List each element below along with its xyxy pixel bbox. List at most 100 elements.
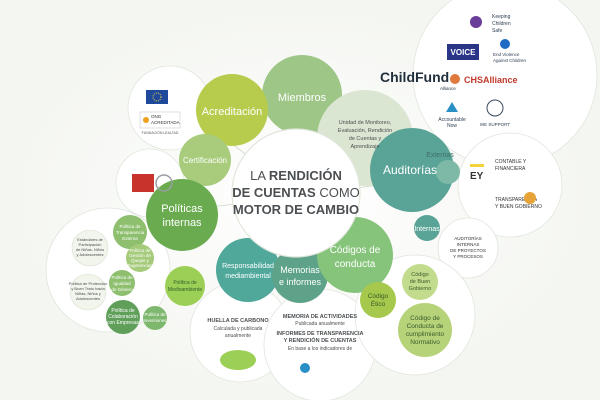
svg-text:Política de: Política de <box>173 280 197 286</box>
auditorias-bubble <box>370 128 454 212</box>
svg-text:anualmente: anualmente <box>225 333 251 339</box>
svg-text:ONG: ONG <box>151 114 162 119</box>
certificacion-label: Certificación <box>183 156 227 165</box>
svg-text:de Género: de Género <box>111 287 133 292</box>
estandares-bubble <box>71 229 109 267</box>
codigos-detail <box>360 264 452 357</box>
externas-detail-bubble <box>457 132 563 238</box>
memoria-detail: MEMORIA DE ACTIVIDADES Publicada anualme… <box>277 314 364 373</box>
svg-text:Aprendizaje: Aprendizaje <box>350 144 379 150</box>
svg-text:Igualdad: Igualdad <box>113 281 131 286</box>
svg-text:WE SUPPORT: WE SUPPORT <box>480 122 510 127</box>
svg-text:y Buen Trato hacia: y Buen Trato hacia <box>71 286 105 291</box>
responsabilidad-bubble <box>216 238 280 302</box>
memorias-bubble <box>272 247 328 303</box>
svg-text:Sugerencias: Sugerencias <box>127 263 153 268</box>
svg-text:de Cuentas y: de Cuentas y <box>349 136 382 142</box>
voice-logo <box>447 44 479 60</box>
ong-acreditada-logo <box>139 111 181 129</box>
svg-text:Y PROCESOS: Y PROCESOS <box>453 254 483 259</box>
politicas-cluster <box>69 215 205 334</box>
certification-logo <box>132 174 173 192</box>
svg-text:Conducta de: Conducta de <box>407 323 444 330</box>
politica-igualdad-bubble <box>109 270 135 296</box>
svg-text:INTERNAS: INTERNAS <box>457 242 480 247</box>
politicas-internas-bubble <box>146 179 218 251</box>
svg-text:Unidad de Monitoreo,: Unidad de Monitoreo, <box>339 120 392 126</box>
internas-label: Internas <box>414 226 440 233</box>
codigo-buen-gobierno-bubble <box>402 264 438 300</box>
miembros-label: Miembros <box>278 92 327 104</box>
svg-text:Medioambiente: Medioambiente <box>168 287 202 293</box>
svg-text:Safe: Safe <box>492 28 503 34</box>
svg-text:Now: Now <box>447 123 457 129</box>
eu-flag-icon <box>146 90 168 104</box>
acreditacion-logos: ONG ACREDITADA FUNDACIÓN LEALTAD <box>139 90 181 135</box>
svg-text:con Empresas: con Empresas <box>107 320 139 326</box>
codigos-labels: Código Ético Código de Buen Gobierno Cód… <box>368 272 445 346</box>
svg-text:Adolescentes: Adolescentes <box>76 296 100 301</box>
politica-medioambiente-bubble <box>165 266 205 306</box>
svg-text:Política de: Política de <box>111 275 133 280</box>
memorias-label-1: Memorias <box>280 265 320 275</box>
svg-text:ACREDITADA: ACREDITADA <box>151 120 180 125</box>
externas-dot <box>436 160 460 184</box>
svg-text:Calculada y publicada: Calculada y publicada <box>214 326 263 332</box>
seal-icon <box>155 174 173 192</box>
svg-text:Inversiones: Inversiones <box>143 318 167 323</box>
svg-text:de Buen: de Buen <box>410 279 431 285</box>
acreditacion-bubble <box>196 74 268 146</box>
global-compact-icon <box>486 99 504 117</box>
svg-text:Evaluación, Rendición: Evaluación, Rendición <box>338 128 392 134</box>
svg-text:FUNDACIÓN LEALTAD: FUNDACIÓN LEALTAD <box>142 130 179 135</box>
svg-text:Código: Código <box>368 293 389 300</box>
svg-text:Publicada anualmente: Publicada anualmente <box>295 321 345 327</box>
svg-text:FINANCIERA: FINANCIERA <box>495 166 526 172</box>
auditorias-label: Auditorías <box>383 163 437 177</box>
miembros-bubble <box>262 55 342 135</box>
internas-dot <box>414 215 440 241</box>
svg-text:Normativo: Normativo <box>410 339 440 346</box>
codigos-label-1: Códigos de <box>330 245 381 256</box>
svg-text:Children: Children <box>492 21 511 27</box>
codigo-conducta-bubble <box>398 303 452 357</box>
responsabilidad-label-1: Responsabilidad <box>222 263 274 270</box>
svg-text:INFORMES DE TRANSPARENCIA: INFORMES DE TRANSPARENCIA <box>277 331 364 337</box>
svg-text:Código de: Código de <box>410 315 440 322</box>
svg-text:Keeping: Keeping <box>492 14 511 20</box>
svg-text:Participación: Participación <box>79 242 102 247</box>
svg-text:Quejas y: Quejas y <box>131 258 150 263</box>
svg-text:Against Children: Against Children <box>493 58 527 63</box>
svg-text:y Adolescentes: y Adolescentes <box>77 252 104 257</box>
responsabilidad-label-2: mediambiental <box>225 273 271 280</box>
svg-text:HUELLA DE CARBONO: HUELLA DE CARBONO <box>207 318 269 324</box>
svg-text:En base a los indicadores de: En base a los indicadores de <box>288 346 352 352</box>
politica-inversiones-bubble <box>143 306 167 330</box>
svg-text:Política de: Política de <box>129 248 151 253</box>
svg-text:CHSAlliance: CHSAlliance <box>464 75 518 85</box>
bureau-veritas-icon <box>132 174 154 192</box>
childfund-logo: ChildFund <box>380 69 449 85</box>
svg-text:Y RENDICIÓN DE CUENTAS: Y RENDICIÓN DE CUENTAS <box>284 336 357 344</box>
certificacion-bubble <box>179 134 231 186</box>
branch-labels: Acreditación Miembros Certificación Polí… <box>161 92 454 287</box>
svg-text:de Niñas, Niños: de Niñas, Niños <box>76 247 104 252</box>
svg-text:cumplimiento: cumplimiento <box>406 331 445 338</box>
svg-text:Política de: Política de <box>144 312 166 317</box>
svg-text:Gestión de: Gestión de <box>129 253 151 258</box>
center-line-1: LA RENDICIÓN <box>250 168 342 183</box>
svg-text:VOICE: VOICE <box>451 48 477 57</box>
footprint-icon <box>220 350 256 370</box>
svg-text:Y BUEN GOBIERNO: Y BUEN GOBIERNO <box>495 204 542 210</box>
politicas-labels: Política de Transparencia Externa Políti… <box>69 224 203 326</box>
proteccion-bubble <box>69 273 107 311</box>
svg-text:End Violence: End Violence <box>493 52 520 57</box>
svg-text:MEMORIA DE ACTIVIDADES: MEMORIA DE ACTIVIDADES <box>283 314 357 320</box>
internas-detail-bubble <box>437 217 499 279</box>
svg-text:Ético: Ético <box>371 299 386 308</box>
partners: ChildFund Alliance Keeping Children Safe… <box>380 14 527 129</box>
transparencia-seal-icon <box>524 192 536 204</box>
huella-detail: HUELLA DE CARBONO Calculada y publicada … <box>207 318 269 370</box>
politica-gestion-bubble <box>126 244 154 272</box>
